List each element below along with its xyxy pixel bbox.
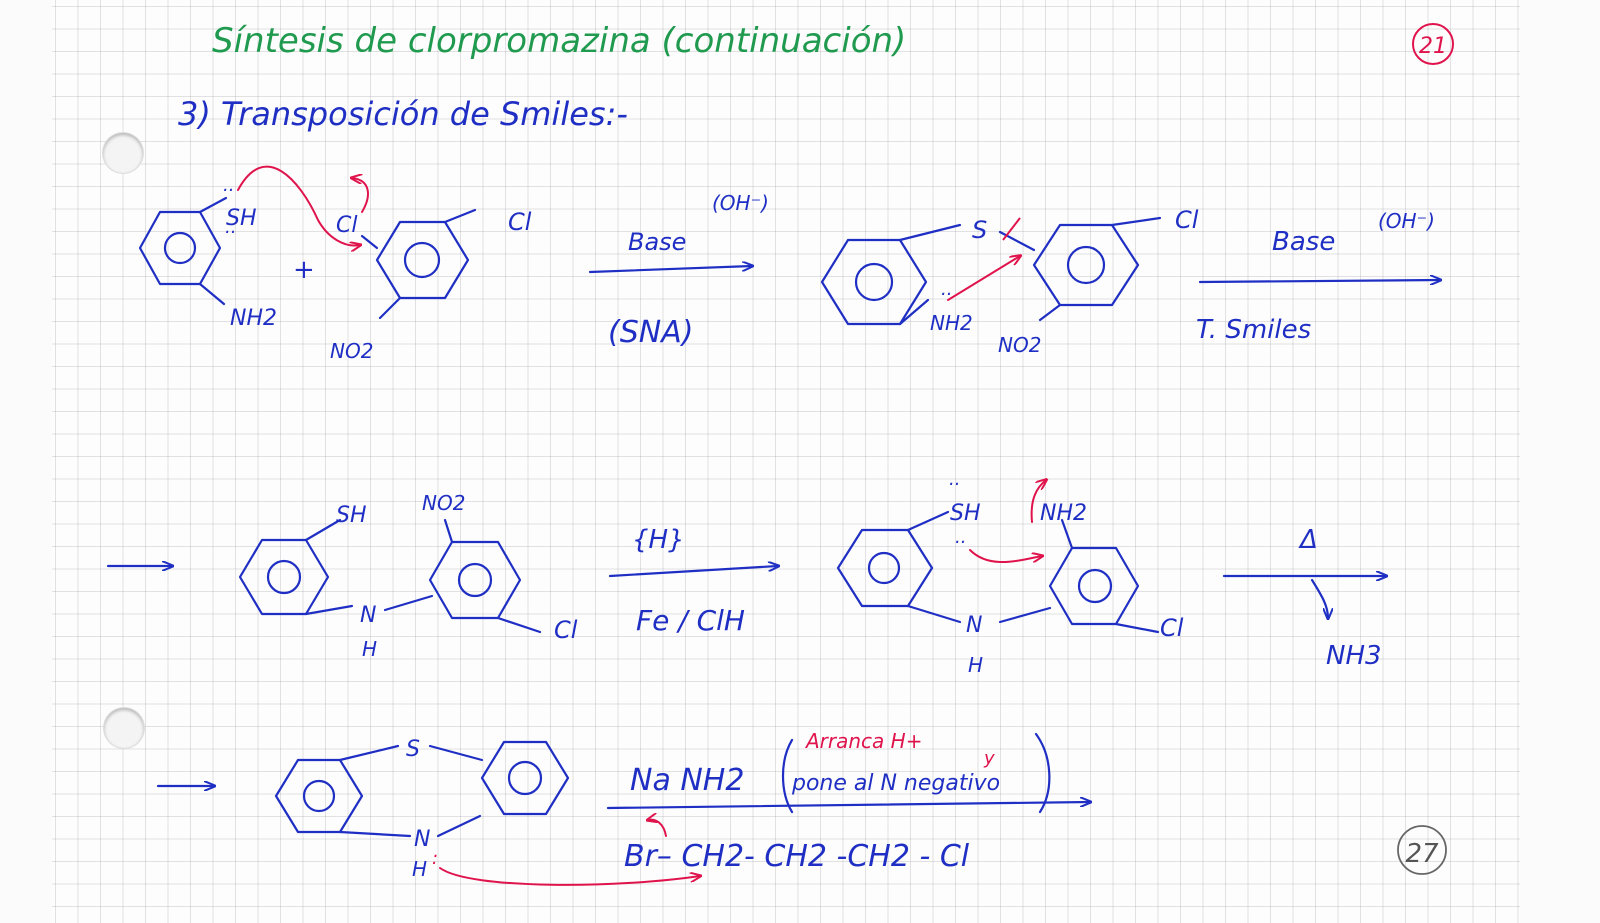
thiol-label-int2: SH	[950, 501, 981, 526]
reaction-arrow-5	[606, 802, 1090, 810]
leaving-group-arrow	[352, 178, 369, 213]
byproduct-ammonia: NH3	[1326, 641, 1382, 671]
phenothiazine	[274, 740, 570, 838]
alkylation-arrow	[439, 867, 700, 886]
h-label-int2: H	[968, 653, 983, 677]
reagent-smiles: T. Smiles	[1196, 315, 1311, 345]
note-y: y	[983, 748, 995, 769]
binder-hole-bottom	[104, 708, 144, 748]
lone-pair-dots-red: :	[432, 848, 438, 869]
chloro-ring-label-1: Cl	[508, 208, 532, 236]
reagent-hydroxide-1: (OH⁻)	[712, 191, 769, 215]
lone-pair-dots: ··	[222, 180, 233, 201]
intermediate-diaryl-sulfide	[820, 216, 1162, 326]
chloro-label-2: Cl	[554, 616, 578, 644]
page-number-footer-label: 27	[1405, 839, 1439, 869]
binder-hole-top	[103, 133, 143, 173]
attack-arrow	[237, 165, 360, 246]
bond-break-mark	[1002, 217, 1021, 241]
reaction-arrow-3	[608, 566, 778, 578]
reagent-sodamide: Na NH2	[630, 763, 744, 798]
nitro-label-1: NO2	[330, 339, 373, 363]
note-bracket-right	[1034, 732, 1051, 814]
bromide-leaving-arrow	[648, 820, 667, 837]
amine-label-int1: NH2	[930, 311, 973, 335]
note-bracket-left	[782, 738, 794, 814]
lone-pair-dots: ··	[948, 474, 959, 495]
reactant-aminothiophenol	[138, 196, 228, 306]
h-label-3: H	[412, 857, 427, 881]
nh-label-3: N	[414, 827, 430, 852]
leaving-amine-arrow	[1030, 480, 1046, 523]
nitro-label-2: NO2	[422, 491, 465, 515]
section-heading: 3) Transposición de Smiles:-	[178, 95, 628, 133]
lone-pair-dots: ··	[954, 532, 965, 553]
nitro-label-int1: NO2	[998, 333, 1041, 357]
reaction-arrow-2	[1198, 280, 1440, 282]
page-number-circle-label: 21	[1419, 34, 1447, 59]
chloro-leaving-label: Cl	[336, 213, 357, 238]
reactant-dichloronitrobenzene	[360, 208, 477, 320]
plus-sign: +	[293, 255, 315, 285]
nh-label-2: N	[360, 603, 376, 628]
reagent-hydroxide-2: (OH⁻)	[1378, 209, 1435, 233]
page-title: Síntesis de clorpromazina (continuación)	[212, 21, 906, 61]
diarylamine-amino	[836, 510, 1160, 634]
lone-pair-dots: ··	[224, 222, 235, 243]
byproduct-arrow	[1310, 578, 1328, 618]
reagent-alkyl-halide: Br– CH2- CH2 -CH2 - Cl	[624, 839, 970, 874]
chloro-label-int1: Cl	[1175, 206, 1199, 234]
note-line-2: pone al N negativo	[791, 771, 1000, 796]
h-label-2: H	[362, 637, 377, 661]
nh-label-int2: N	[966, 613, 982, 638]
chloro-label-int2: Cl	[1160, 614, 1184, 642]
sulfur-label-1: S	[972, 216, 987, 244]
page-number-circle: 21	[1412, 23, 1454, 65]
reagent-reduction: {H}	[632, 525, 685, 555]
ring-closure-arrow	[969, 549, 1042, 563]
reagent-base-1: Base	[628, 228, 686, 256]
reagent-mechanism-1: (SNA)	[608, 315, 693, 350]
reaction-arrow-1	[588, 266, 752, 274]
reagent-heat: Δ	[1298, 525, 1318, 555]
note-line-1: Arranca H+	[804, 729, 922, 753]
reagent-fe-hcl: Fe / ClH	[636, 604, 745, 637]
diarylamine-nitro	[238, 518, 542, 634]
smiles-attack-arrow	[947, 256, 1020, 301]
amine-label-int2: NH2	[1040, 501, 1087, 526]
page-number-footer: 27	[1397, 825, 1447, 875]
reagent-base-2: Base	[1272, 227, 1335, 257]
thiol-label-2: SH	[336, 503, 367, 528]
lone-pair-dots: ··	[940, 284, 951, 305]
amine-label-1: NH2	[230, 306, 277, 331]
sulfur-label-3: S	[406, 737, 420, 762]
thiol-label-1: SH	[226, 206, 257, 231]
